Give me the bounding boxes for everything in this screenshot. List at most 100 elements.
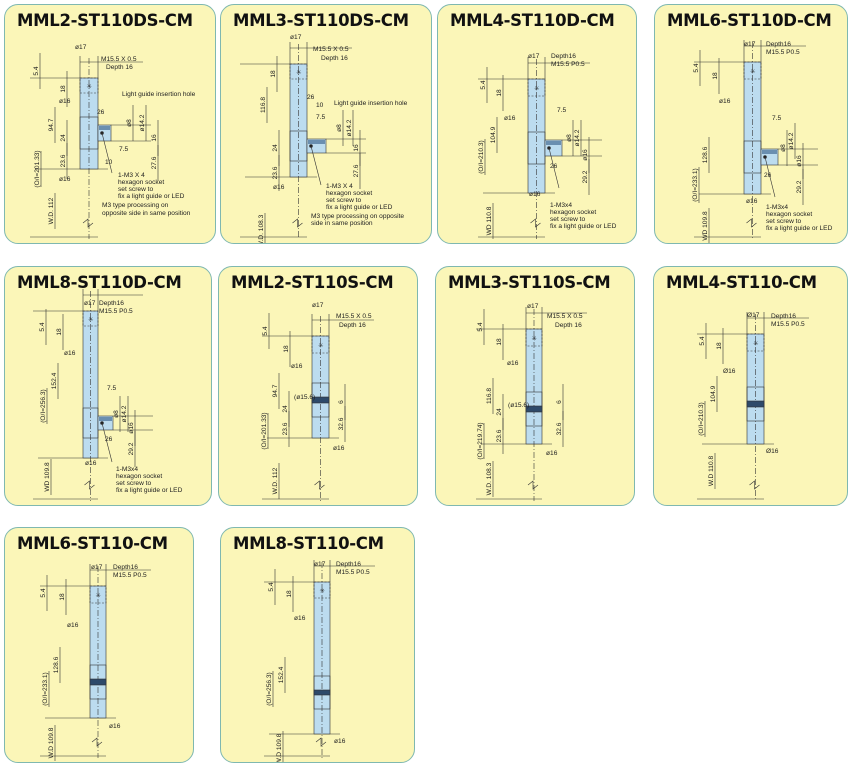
dimension-label-thread: M15.5 P0.5 bbox=[336, 569, 370, 576]
dimension-label-oi: (O/I=256.3) bbox=[40, 389, 47, 423]
card-title: MML3-ST110S-CM bbox=[448, 273, 611, 292]
leader-line-set-screw bbox=[548, 147, 560, 189]
dimension-label-s4: fix a light guide or LED bbox=[326, 204, 393, 211]
dimension-label-wd: W.D 109.8 bbox=[48, 727, 55, 758]
dimension-label-h292: 29.2 bbox=[128, 442, 135, 455]
drawing-group: ✳ bbox=[30, 53, 159, 239]
dimension-label-h54: 5.4 bbox=[480, 80, 487, 89]
dimension-label-d16: ø16 bbox=[67, 622, 79, 629]
dimension-label-h54: 5.4 bbox=[477, 322, 484, 331]
dimension-label-h18: 18 bbox=[270, 70, 277, 78]
set-screw-band bbox=[313, 689, 331, 696]
dimension-label-d16b: ø16 bbox=[59, 176, 71, 183]
dimension-label-h1168: 116.8 bbox=[486, 388, 493, 404]
mount-mark-icon: ✳ bbox=[534, 85, 540, 93]
dimension-label-s3: set screw to bbox=[326, 197, 362, 204]
dimension-label-oi: (O/I=201.33) bbox=[34, 150, 41, 187]
dimension-label-thread: M15.5 X 0.5 bbox=[313, 46, 349, 53]
dimension-label-h54: 5.4 bbox=[699, 336, 706, 345]
leader-line-set-screw bbox=[101, 422, 113, 463]
drawing-group: ✳ bbox=[264, 560, 375, 762]
dimension-label-h292: 29.2 bbox=[582, 170, 589, 183]
dimension-label-depth: Depth 16 bbox=[555, 322, 582, 329]
mount-mark-icon: ✳ bbox=[318, 342, 324, 350]
mount-mark-icon: ✳ bbox=[753, 340, 759, 348]
dimension-label-d8: ø8 bbox=[780, 144, 787, 152]
dimension-label-d8: ø8 bbox=[126, 119, 133, 127]
dimension-label-h1524: 152.4 bbox=[51, 372, 58, 389]
dimension-label-d17: ø17 bbox=[312, 302, 324, 309]
dimension-label-oi: (O/I=219.74) bbox=[477, 422, 484, 459]
dimension-label-d17: ø17 bbox=[314, 561, 326, 568]
dimension-label-wd: W.D 110.8 bbox=[708, 456, 715, 487]
dimension-label-d16b: ø16 bbox=[546, 450, 558, 457]
dimension-label-h54: 5.4 bbox=[39, 322, 46, 331]
dimension-label-thread: M15.5 X 0.5 bbox=[336, 313, 372, 320]
dimension-label-oi: (O/I=256.3) bbox=[266, 672, 273, 706]
dimension-label-s1: 1-M3 X 4 bbox=[118, 172, 145, 179]
port-thread bbox=[546, 141, 561, 145]
dimension-label-s4: fix a light guide or LED bbox=[118, 193, 185, 200]
dimension-label-oi: (O/I=233.1) bbox=[42, 672, 49, 706]
dimension-label-d16b: Ø16 bbox=[766, 448, 779, 455]
drawing-group: ✳ bbox=[476, 307, 587, 501]
dimension-label-h16: 16 bbox=[353, 144, 360, 152]
dimension-label-d17: ø17 bbox=[290, 34, 302, 41]
dimension-label-wd: WD 109.8 bbox=[44, 462, 51, 492]
dimension-label-h1286: 128.6 bbox=[53, 656, 60, 673]
dimension-label-d16b: ø16 bbox=[529, 191, 541, 198]
dimension-label-h236: 23.6 bbox=[496, 429, 503, 442]
dimension-label-s4: fix a light guide or LED bbox=[116, 487, 183, 494]
dimension-label-depth: Depth16 bbox=[113, 564, 138, 571]
dimension-label-h16: 16 bbox=[151, 134, 158, 142]
dimension-label-m1: M3 type processing on opposite bbox=[311, 213, 404, 220]
dimension-label-d17: ø17 bbox=[528, 53, 540, 60]
dimension-label-d16: ø16 bbox=[719, 98, 731, 105]
dimension-label-d16: Ø16 bbox=[723, 368, 736, 375]
break-mark-icon bbox=[91, 737, 103, 747]
dimension-label-d142: ø14.2 bbox=[139, 114, 146, 131]
dimension-label-d16b: ø16 bbox=[109, 723, 121, 730]
dimension-label-w26: 26 bbox=[764, 172, 772, 179]
dimension-label-d16: ø16 bbox=[273, 184, 285, 191]
break-mark-icon bbox=[527, 480, 539, 490]
dimension-label-h947: 94.7 bbox=[48, 118, 55, 131]
card-title: MML2-ST110DS-CM bbox=[17, 11, 193, 30]
dimension-label-wd: W.D. 108.3 bbox=[486, 462, 493, 495]
dimension-label-d17: ø17 bbox=[744, 41, 756, 48]
dimension-label-d16b: ø16 bbox=[85, 460, 97, 467]
break-mark-icon bbox=[530, 218, 541, 228]
dimension-label-w75: 7.5 bbox=[316, 114, 325, 121]
dimension-label-h1049: 104.9 bbox=[490, 126, 497, 143]
dimension-label-d8: ø8 bbox=[566, 134, 573, 142]
dimension-label-w75: 7.5 bbox=[107, 385, 116, 392]
drawing-group: ✳ bbox=[697, 312, 809, 501]
dimension-label-w75: 7.5 bbox=[119, 146, 128, 153]
dimension-label-s2: hexagon socket bbox=[326, 190, 372, 197]
break-mark-icon bbox=[315, 737, 327, 747]
dimension-label-s1: 1-M3x4 bbox=[766, 204, 788, 211]
dimension-label-s3: set screw to bbox=[116, 480, 152, 487]
dimension-label-d142: ø14.2 bbox=[788, 132, 795, 149]
dimension-label-h947: 94.7 bbox=[272, 384, 279, 397]
dimension-label-w75: 7.5 bbox=[772, 115, 781, 122]
set-screw-band bbox=[311, 396, 330, 404]
break-mark-icon bbox=[749, 480, 760, 490]
dimension-label-h6: 6 bbox=[338, 400, 345, 404]
dimension-label-h18: 18 bbox=[712, 72, 719, 80]
dimension-label-d8: ø8 bbox=[113, 410, 120, 418]
dimension-label-s3: set screw to bbox=[550, 216, 586, 223]
